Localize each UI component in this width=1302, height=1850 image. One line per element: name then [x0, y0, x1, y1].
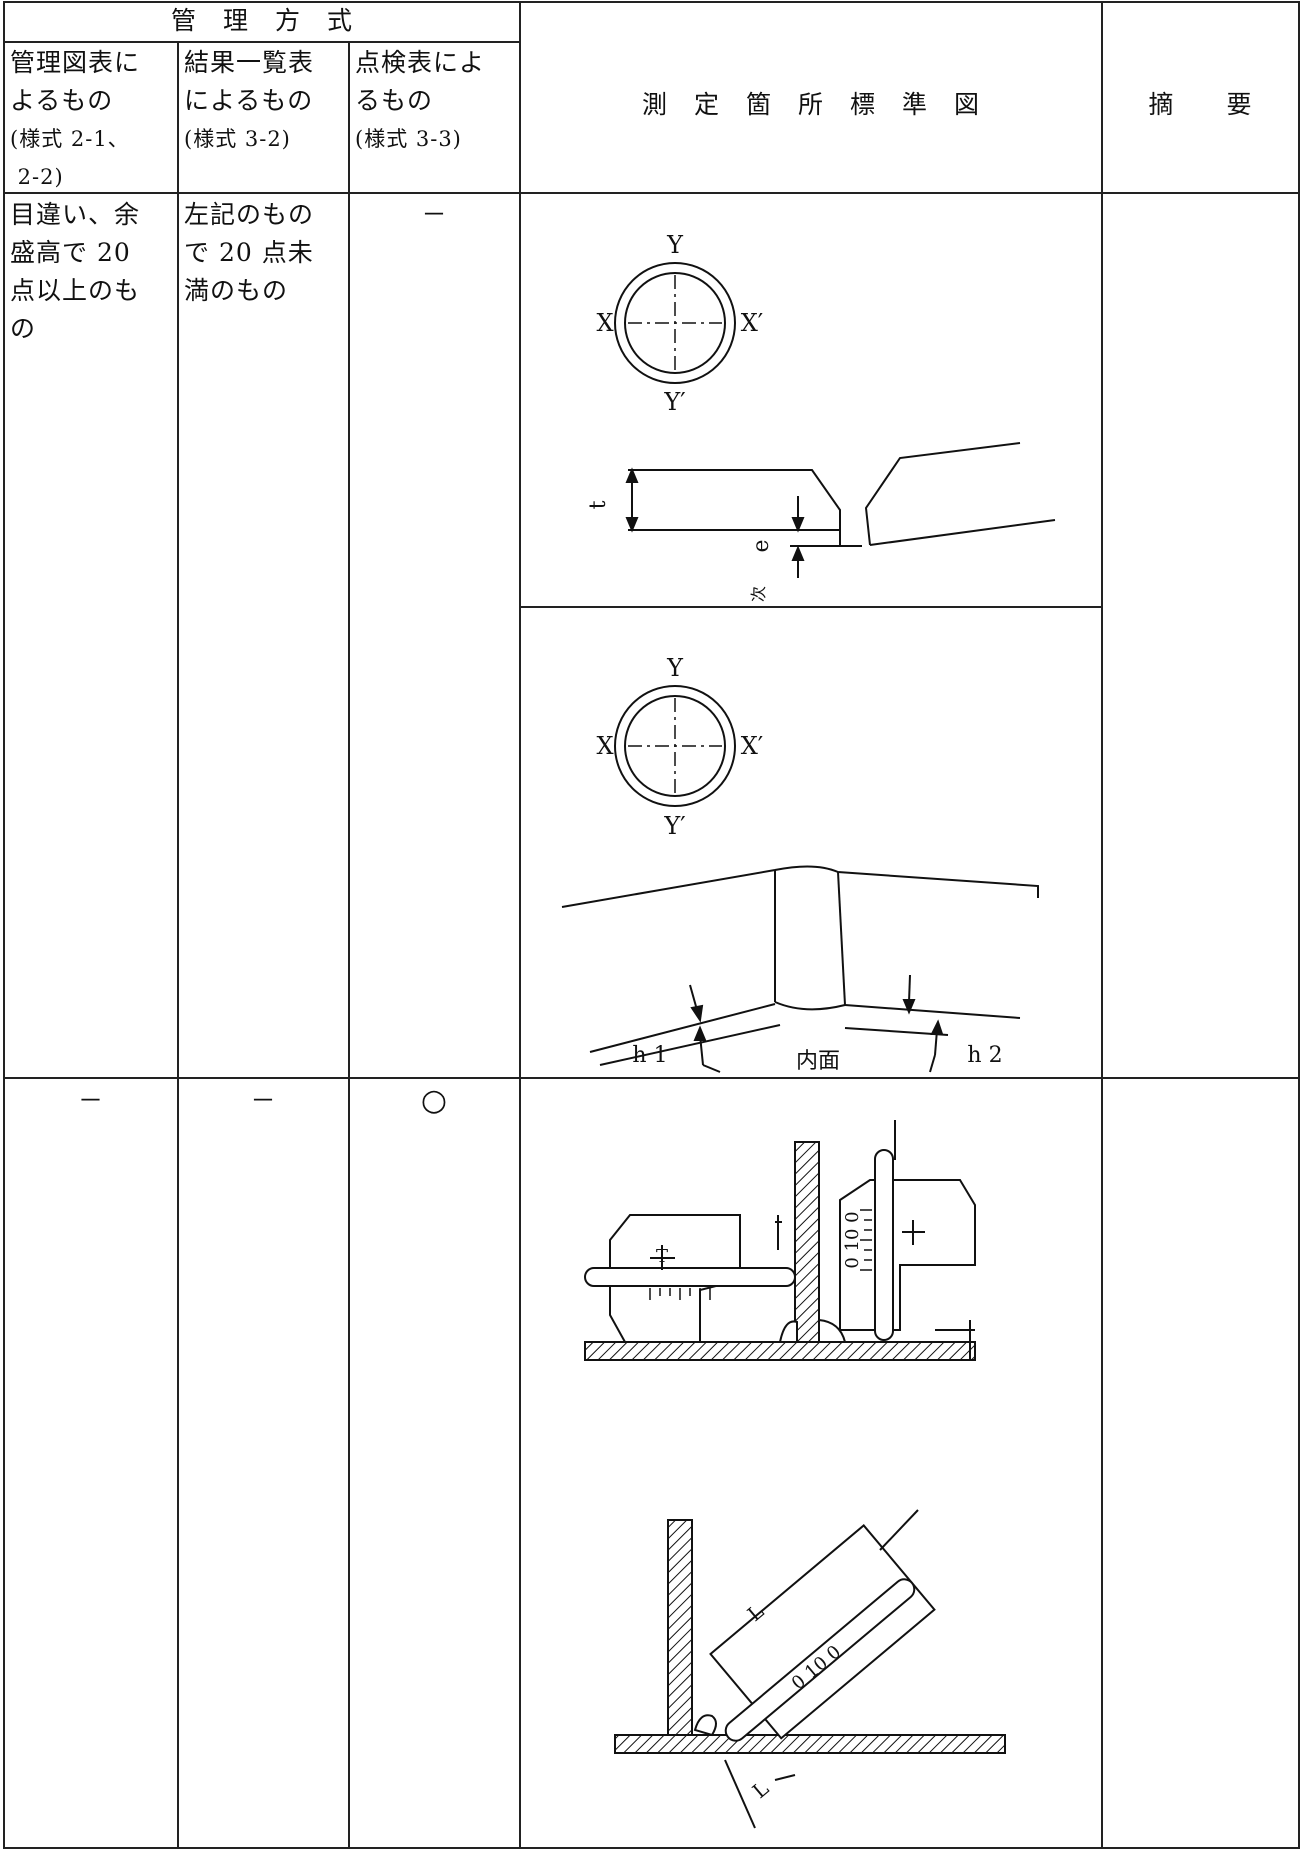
- header-col2: 結果一覧表 によるもの (様式 3-2): [184, 44, 314, 158]
- row1-col1-line2: 盛高で 20: [10, 238, 131, 267]
- row2-col3: ○: [420, 1083, 449, 1118]
- row1-col2-line1: 左記のもの: [184, 200, 315, 229]
- fig2-label-left: X: [596, 732, 613, 760]
- row1-col2-line3: 満のもの: [184, 276, 289, 305]
- vertical-plate: [794, 1141, 820, 1343]
- header-col1-line3: (様式 2-1、: [10, 127, 130, 151]
- row1-col2-line2: で 20 点未: [184, 238, 314, 267]
- fig1-label-top: Y: [666, 231, 684, 259]
- header-col1: 管理図表に よるもの (様式 2-1、 2-2): [10, 44, 140, 196]
- row1-col1-line1: 目違い、余: [10, 200, 141, 229]
- left-plate: [628, 469, 841, 545]
- right-plate: [864, 442, 1021, 546]
- fig2-label-h2: h 2: [967, 1043, 1002, 1068]
- header-col1-line2: よるもの: [10, 86, 114, 115]
- row1-col1: 目違い、余 盛高で 20 点以上のも の: [10, 196, 140, 348]
- fig2-label-bottom: Y′: [663, 812, 685, 840]
- figure-reinforcement: Y Y′ X X′ h 1 内面 h 2: [561, 654, 1039, 1074]
- header-col3-line1: 点検表によ: [355, 48, 486, 77]
- figure-misalignment: Y Y′ X X′ t e 次: [586, 231, 1056, 602]
- row1-col1-line4: の: [10, 314, 37, 343]
- figure-fillet-gauge-1: T 0 10 0: [584, 1120, 976, 1361]
- header-col1-line4: 2-2): [10, 165, 64, 189]
- header-col4: 測 定 箇 所 標 準 図: [641, 90, 980, 119]
- row1-col3: －: [421, 200, 448, 229]
- header-col3-line2: るもの: [355, 86, 434, 115]
- fig1-label-next: 次: [749, 586, 768, 602]
- row2-col1: －: [77, 1086, 104, 1115]
- header-col2-line1: 結果一覧表: [184, 48, 315, 77]
- fig3-scale: 0 10 0: [842, 1211, 863, 1268]
- fig1-label-bottom: Y′: [663, 388, 685, 416]
- fig2-label-h1: h 1: [632, 1043, 667, 1068]
- fig4-label-l-bottom: L: [748, 1776, 774, 1803]
- header-col1-line1: 管理図表に: [10, 48, 141, 77]
- row1-col1-line3: 点以上のも: [10, 276, 141, 305]
- weld-bead: [561, 865, 1039, 908]
- fig3-label-t: T: [656, 1246, 668, 1267]
- header-group-label: 管 理 方 式: [170, 6, 353, 35]
- header-col3: 点検表によ るもの (様式 3-3): [355, 44, 485, 158]
- fig1-label-e: e: [749, 539, 774, 552]
- fig2-label-inner: 内面: [796, 1049, 840, 1074]
- header-col2-line2: によるもの: [184, 86, 314, 115]
- row1-col2: 左記のもの で 20 点未 満のもの: [184, 196, 314, 310]
- fig2-label-right: X′: [741, 732, 764, 760]
- header-col5: 摘 要: [1148, 90, 1253, 119]
- header-col2-line3: (様式 3-2): [184, 127, 291, 151]
- header-col3-line3: (様式 3-3): [355, 127, 462, 151]
- fig1-label-left: X: [596, 309, 613, 337]
- fig1-label-t: t: [586, 500, 611, 509]
- fig1-label-right: X′: [741, 309, 764, 337]
- fig2-label-top: Y: [666, 654, 684, 682]
- row2-col2: －: [250, 1086, 277, 1115]
- figure-fillet-gauge-2: L L 0 10 0: [614, 1509, 1006, 1829]
- base-plate: [584, 1341, 976, 1361]
- pipe-inner-circle: [624, 272, 726, 374]
- pipe-outer-circle: [614, 262, 736, 384]
